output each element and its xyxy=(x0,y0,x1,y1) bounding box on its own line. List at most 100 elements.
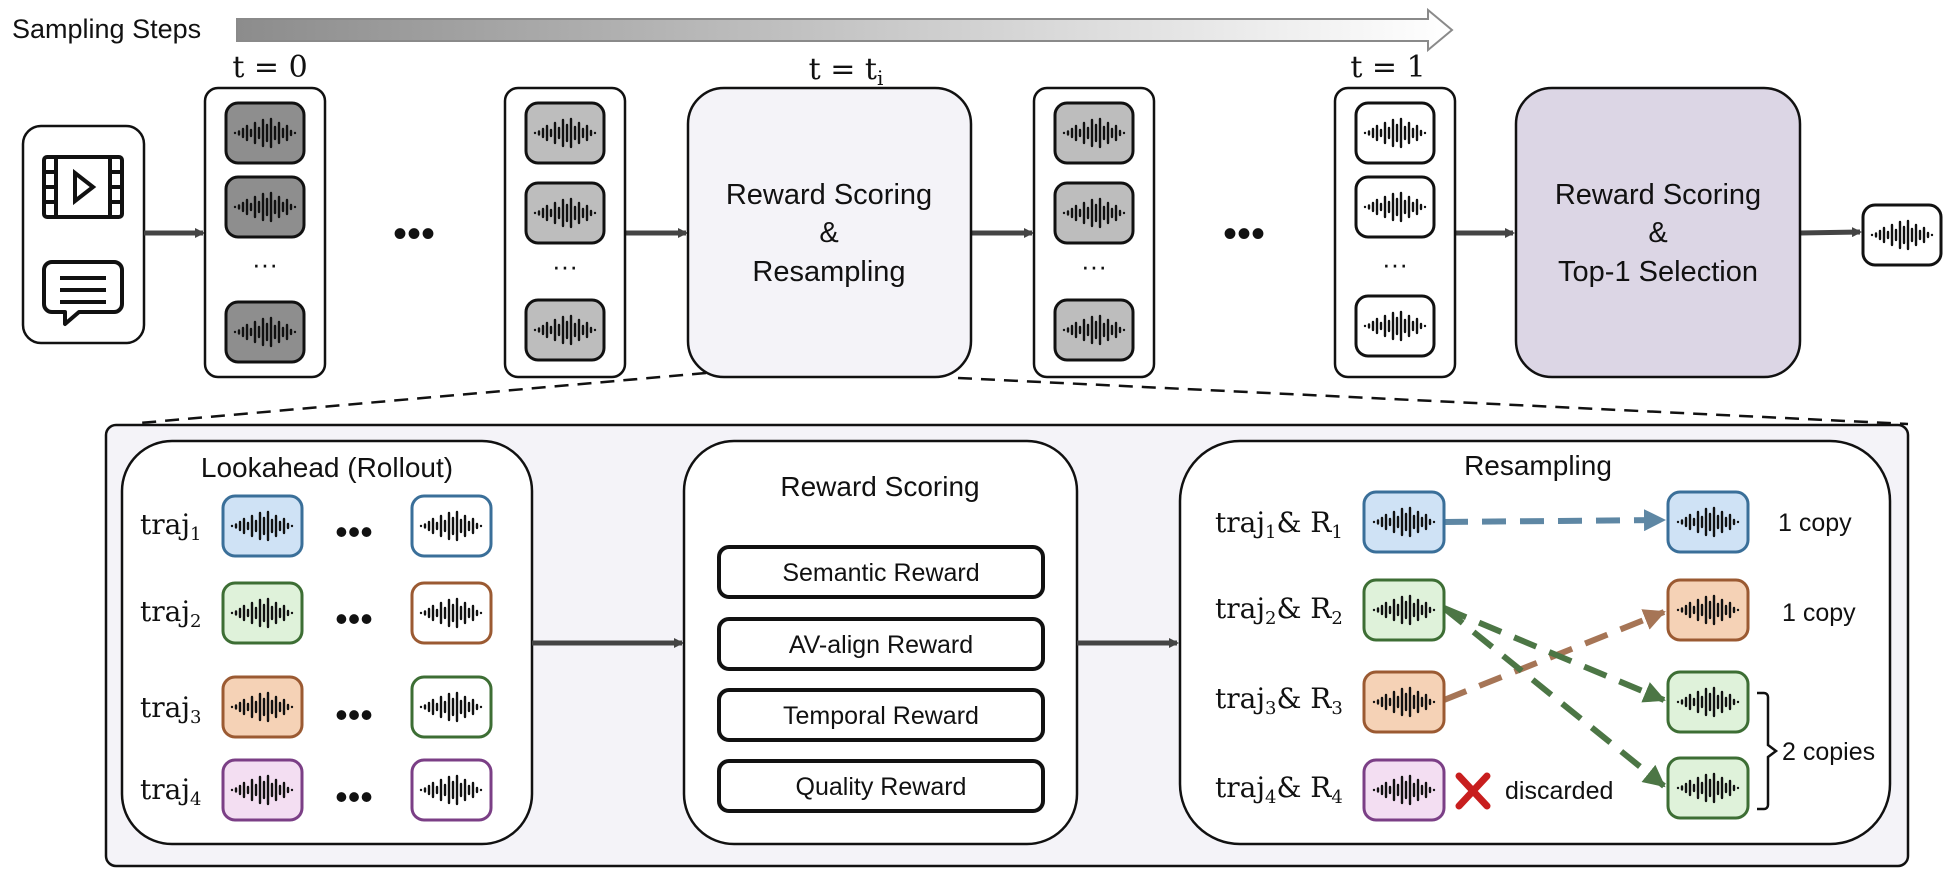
sampling-steps-label: Sampling Steps xyxy=(12,14,201,44)
step-column-t0: ··· xyxy=(203,86,327,379)
resampling-panel: Resampling traj1& R1 traj2& R2 traj3& R3… xyxy=(1178,439,1892,846)
lookahead-row-1-ellipsis: ••• xyxy=(335,511,373,552)
resampling-target-chip-1 xyxy=(1666,490,1750,554)
resampling-row-1-rsub: 1 xyxy=(1331,522,1342,543)
time-label-t0: t = 0 xyxy=(232,50,307,85)
lookahead-chip-4-end xyxy=(410,758,493,822)
audio-chip-post-ti-2 xyxy=(1053,181,1135,245)
resampling-row-4-sub: 4 xyxy=(1265,787,1276,808)
resampling-row-2-amp: & R xyxy=(1276,592,1332,625)
time-label-ti-main: t = t xyxy=(809,52,877,87)
resampling-row-2-rsub: 2 xyxy=(1331,608,1342,629)
audio-chip-pre-ti-3 xyxy=(524,298,606,362)
resampling-row-4-label: traj4& R4 xyxy=(1215,771,1343,808)
step-column-pre-ti: ··· xyxy=(503,86,627,379)
lookahead-row-4-ellipsis: ••• xyxy=(335,776,373,817)
resampling-row-2-main: traj xyxy=(1215,592,1265,625)
lookahead-row-1-label: traj1 xyxy=(140,508,201,545)
copy-label-3: 2 copies xyxy=(1782,738,1875,766)
video-icon xyxy=(42,155,124,219)
resampling-row-1-main: traj xyxy=(1215,506,1265,539)
lookahead-row-3-label: traj3 xyxy=(140,691,201,728)
resampling-row-3-main: traj xyxy=(1215,682,1265,715)
sampling-steps-arrow xyxy=(236,7,1454,53)
column-dots-t1: ··· xyxy=(1382,249,1408,279)
reward-top1-box: Reward Scoring & Top-1 Selection xyxy=(1514,86,1802,379)
resampling-source-chip-3 xyxy=(1362,670,1446,734)
resampling-row-3-amp: & R xyxy=(1276,682,1332,715)
resampling-row-4-amp: & R xyxy=(1276,771,1332,804)
audio-chip-t0-2 xyxy=(224,175,306,239)
audio-chip-t1-2 xyxy=(1354,175,1436,239)
lookahead-chip-1-start xyxy=(221,494,304,558)
lookahead-title: Lookahead (Rollout) xyxy=(201,452,453,483)
resample-arrow-2-to-4 xyxy=(1442,605,1666,789)
av-align-reward-box: AV-align Reward xyxy=(717,617,1045,671)
message-icon xyxy=(42,260,124,326)
flow-arrow-output xyxy=(1799,227,1862,238)
resampling-target-chip-3 xyxy=(1666,670,1750,734)
resampling-source-chip-1 xyxy=(1362,490,1446,554)
audio-chip-t1-3 xyxy=(1354,294,1436,358)
lookahead-row-4-main: traj xyxy=(140,773,190,806)
lookahead-chip-1-end xyxy=(410,494,493,558)
resampling-source-chip-2 xyxy=(1362,578,1446,642)
final-output-chip xyxy=(1861,203,1943,267)
ellipsis-1: ••• xyxy=(393,212,435,256)
reward-top1-line-3: Top-1 Selection xyxy=(1558,256,1758,288)
resampling-row-1-sub: 1 xyxy=(1265,522,1276,543)
semantic-reward-box: Semantic Reward xyxy=(717,545,1045,599)
ellipsis-2: ••• xyxy=(1223,212,1265,256)
lookahead-row-1-sub: 1 xyxy=(190,524,201,545)
lookahead-chip-3-end xyxy=(410,675,493,739)
time-label-ti: t = ti xyxy=(809,52,884,90)
lookahead-row-2-main: traj xyxy=(140,595,190,628)
resampling-row-1-amp: & R xyxy=(1276,506,1332,539)
lookahead-row-4-label: traj4 xyxy=(140,773,201,810)
resampling-target-chip-2 xyxy=(1666,578,1750,642)
resampling-target-chip-4 xyxy=(1666,756,1750,820)
quality-reward-box: Quality Reward xyxy=(717,759,1045,813)
av-align-reward-label: AV-align Reward xyxy=(789,631,973,659)
resampling-row-2-sub: 2 xyxy=(1265,608,1276,629)
column-dots-t0: ··· xyxy=(252,249,278,279)
reward-scoring-panel: Reward Scoring Semantic Reward AV-align … xyxy=(682,439,1079,846)
lookahead-row-2-label: traj2 xyxy=(140,595,201,632)
reward-resampling-box: Reward Scoring & Resampling xyxy=(686,86,973,379)
lookahead-row-3-main: traj xyxy=(140,691,190,724)
resampling-row-2-label: traj2& R2 xyxy=(1215,592,1343,629)
lookahead-row-1-main: traj xyxy=(140,508,190,541)
column-dots-post-ti: ··· xyxy=(1081,251,1107,281)
step-column-post-ti: ··· xyxy=(1032,86,1156,379)
temporal-reward-box: Temporal Reward xyxy=(717,688,1045,742)
resampling-row-4-main: traj xyxy=(1215,771,1265,804)
audio-chip-post-ti-3 xyxy=(1053,298,1135,362)
lookahead-panel: Lookahead (Rollout) traj1 ••• traj2 ••• … xyxy=(120,439,534,846)
reward-top1-line-2: & xyxy=(1648,217,1667,249)
lookahead-row-4-sub: 4 xyxy=(190,789,201,810)
copy-label-1: 1 copy xyxy=(1778,509,1852,537)
resampling-row-4-rsub: 4 xyxy=(1331,787,1342,808)
temporal-reward-label: Temporal Reward xyxy=(783,702,979,730)
audio-chip-t1-1 xyxy=(1354,101,1436,165)
lookahead-row-2-ellipsis: ••• xyxy=(335,598,373,639)
discarded-label: discarded xyxy=(1505,777,1613,805)
resampling-row-3-label: traj3& R3 xyxy=(1215,682,1343,719)
resampling-row-3-sub: 3 xyxy=(1265,698,1276,719)
column-dots-pre-ti: ··· xyxy=(552,251,578,281)
resampling-title: Resampling xyxy=(1464,450,1612,481)
reward-scoring-title: Reward Scoring xyxy=(780,471,979,502)
lookahead-chip-2-start xyxy=(221,581,304,645)
time-label-ti-sub: i xyxy=(877,66,883,90)
lookahead-row-2-sub: 2 xyxy=(190,611,201,632)
lookahead-row-3-sub: 3 xyxy=(190,707,201,728)
step-column-t1: ··· xyxy=(1333,86,1457,379)
audio-chip-post-ti-1 xyxy=(1053,101,1135,165)
lookahead-chip-4-start xyxy=(221,758,304,822)
semantic-reward-label: Semantic Reward xyxy=(782,559,979,587)
lookahead-row-3-ellipsis: ••• xyxy=(335,694,373,735)
resampling-row-1-label: traj1& R1 xyxy=(1215,506,1343,543)
audio-chip-t0-3 xyxy=(224,300,306,364)
